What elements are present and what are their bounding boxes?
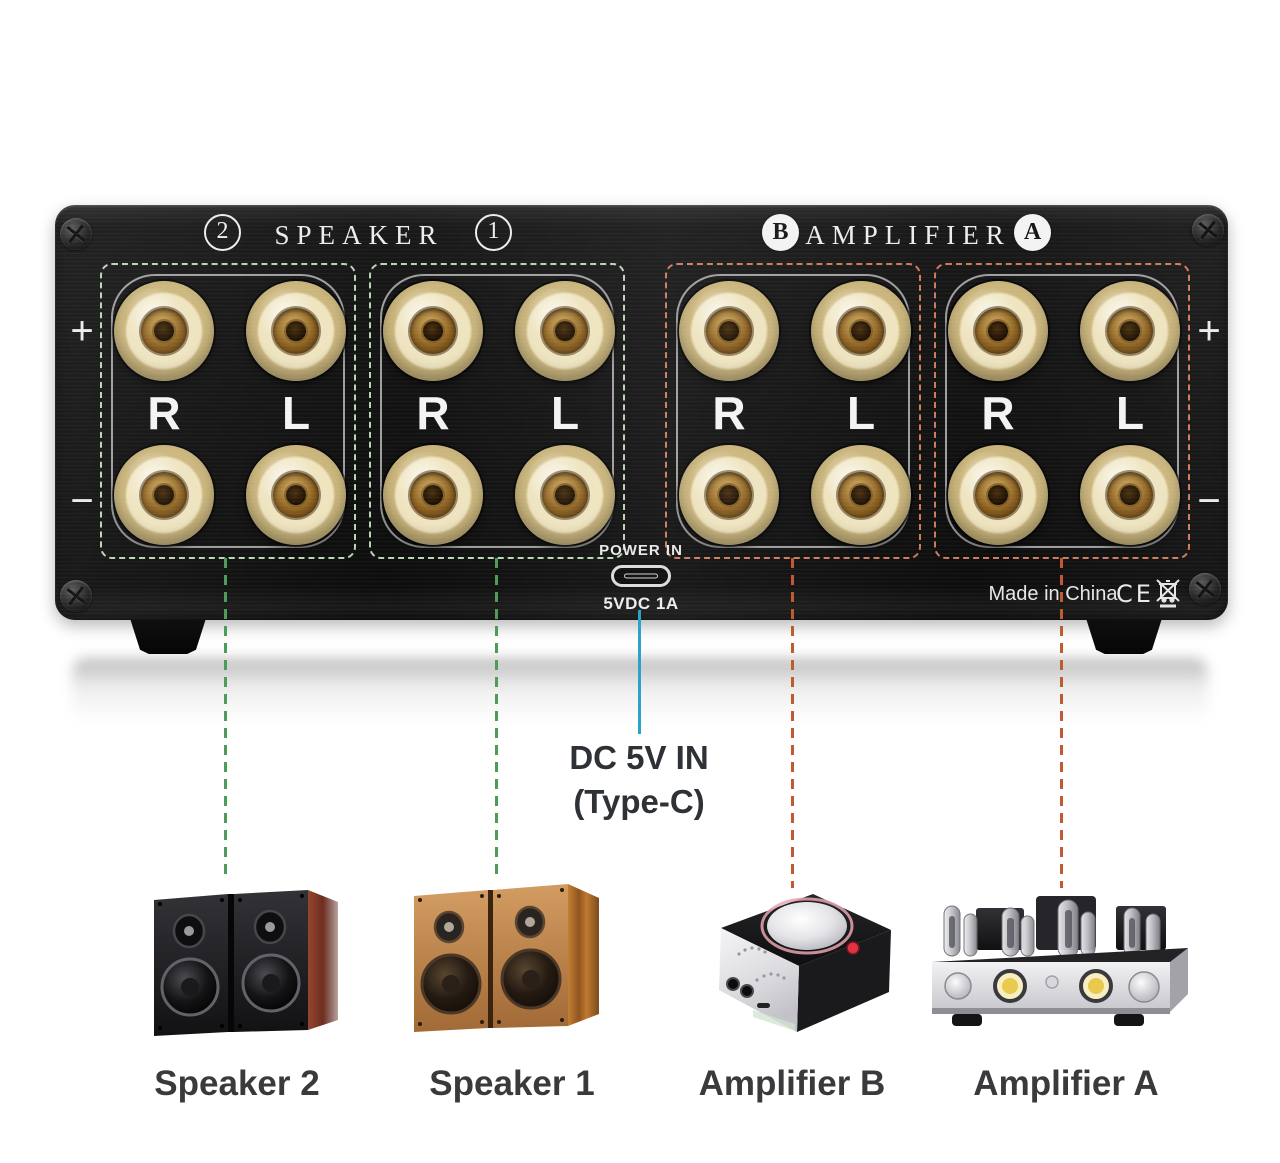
channel-label-left: L <box>846 387 876 439</box>
channel-label-left: L <box>281 387 311 439</box>
binding-post[interactable] <box>679 445 779 545</box>
speaker-1-label: Speaker 1 <box>429 1064 595 1103</box>
binding-post[interactable] <box>383 445 483 545</box>
speaker-2-callout-line <box>224 558 227 880</box>
binding-post[interactable] <box>948 445 1048 545</box>
speaker-1-badge: 1 <box>475 214 512 251</box>
amplifier-section-title: AMPLIFIER <box>805 220 1011 250</box>
terminal-group-speaker-2: R L <box>100 263 356 559</box>
speaker-section-title: SPEAKER <box>274 220 444 250</box>
binding-post[interactable] <box>114 445 214 545</box>
dc-power-line1: DC 5V IN <box>569 739 709 776</box>
ce-mark: CE <box>1116 580 1154 608</box>
made-in-china-label: Made in China <box>988 583 1118 605</box>
switcher-rear-panel: 2 SPEAKER 1 B AMPLIFIER A + − + − R L R … <box>55 205 1228 620</box>
minus-mark-right: − <box>1197 479 1221 523</box>
binding-post[interactable] <box>246 281 346 381</box>
speaker-1-callout-line <box>495 558 498 874</box>
usb-c-port[interactable] <box>611 565 671 587</box>
binding-post[interactable] <box>811 281 911 381</box>
screw-icon <box>1189 573 1221 605</box>
speaker-1-photo <box>414 884 599 1032</box>
amplifier-a-badge: A <box>1014 214 1051 251</box>
binding-post[interactable] <box>114 281 214 381</box>
amplifier-b-badge: B <box>762 214 799 251</box>
screw-icon <box>1192 214 1224 246</box>
terminal-group-speaker-1: R L <box>369 263 625 559</box>
binding-post[interactable] <box>383 281 483 381</box>
speaker-2-badge: 2 <box>204 214 241 251</box>
terminal-group-amplifier-a: R L <box>934 263 1190 559</box>
channel-label-right: R <box>712 387 746 439</box>
channel-label-left: L <box>1115 387 1145 439</box>
minus-mark-left: − <box>70 479 94 523</box>
dc-power-callout-label: DC 5V IN (Type-C) <box>569 736 708 824</box>
power-rating-label: 5VDC 1A <box>603 594 679 613</box>
weee-icon <box>1156 579 1180 608</box>
terminal-group-amplifier-b: R L <box>665 263 921 559</box>
binding-post[interactable] <box>246 445 346 545</box>
screw-icon <box>60 580 92 612</box>
channel-label-right: R <box>981 387 1015 439</box>
amplifier-a-photo <box>932 896 1188 1026</box>
amplifier-b-label: Amplifier B <box>698 1064 886 1103</box>
power-callout-line <box>638 610 641 734</box>
binding-post[interactable] <box>948 281 1048 381</box>
speaker-2-photo <box>154 890 338 1036</box>
channel-label-left: L <box>550 387 580 439</box>
binding-post[interactable] <box>515 445 615 545</box>
amplifier-b-photo <box>719 894 891 1032</box>
binding-post[interactable] <box>1080 281 1180 381</box>
dc-power-line2: (Type-C) <box>573 783 705 820</box>
binding-post[interactable] <box>515 281 615 381</box>
speaker-2-label: Speaker 2 <box>154 1064 320 1103</box>
amplifier-a-label: Amplifier A <box>973 1064 1159 1103</box>
channel-label-right: R <box>147 387 181 439</box>
screw-icon <box>60 218 92 250</box>
amplifier-a-callout-line <box>1060 558 1063 888</box>
amplifier-b-callout-line <box>791 558 794 888</box>
plus-mark-right: + <box>1197 309 1221 353</box>
channel-label-right: R <box>416 387 450 439</box>
plus-mark-left: + <box>70 309 94 353</box>
power-in-label: POWER IN <box>599 542 683 559</box>
binding-post[interactable] <box>1080 445 1180 545</box>
binding-post[interactable] <box>679 281 779 381</box>
binding-post[interactable] <box>811 445 911 545</box>
